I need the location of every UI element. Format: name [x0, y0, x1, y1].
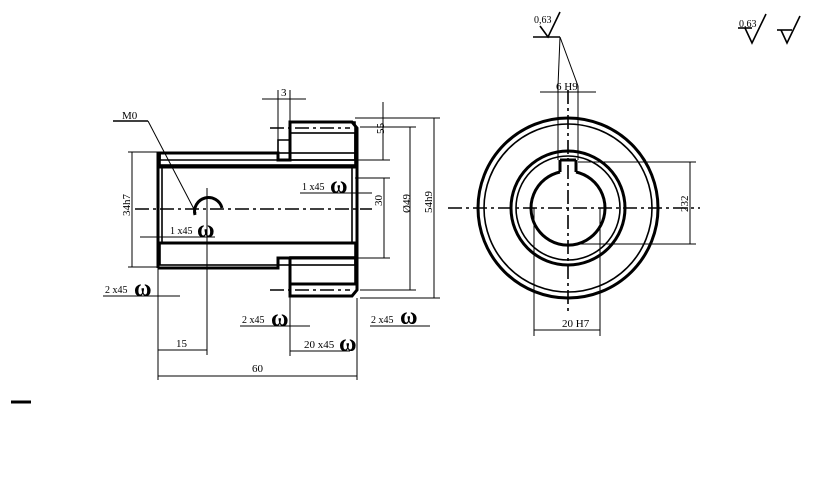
chamfer-flange-left: 2 x45: [242, 315, 265, 326]
dim-flange-step: 3: [281, 87, 287, 99]
surface-finish-value: 0,63: [739, 19, 757, 30]
surface-finish-general: 0,63: [738, 13, 767, 45]
dim-flange-height: 55: [375, 123, 387, 135]
chamfer-flange-right: 2 x45: [371, 315, 394, 326]
roughness-symbol-icon: ω: [134, 276, 152, 302]
roughness-symbol-icon: ω: [271, 306, 289, 332]
surface-finish-other: [777, 15, 801, 45]
chamfer-flange-bottom: 20 x45: [304, 339, 335, 351]
dim-bore: 20 H7: [562, 318, 590, 330]
dim-hole-offset: 15: [176, 338, 188, 350]
keyway-surface-finish: 0,63: [533, 11, 579, 87]
dim-bore-diameter: 34h7: [121, 194, 133, 217]
roughness-symbol-icon: ω: [400, 304, 418, 330]
roughness-symbol-icon: ω: [339, 331, 357, 357]
end-view: 6 H9 232 20 H7: [448, 81, 700, 336]
dim-keyway-width: 6 H9: [556, 81, 578, 93]
threaded-hole: [193, 196, 224, 216]
roughness-symbol-icon: [780, 15, 801, 45]
dim-outer-diameter: 54h9: [423, 191, 435, 214]
roughness-symbol-icon: ω: [330, 173, 348, 199]
thread-label: M0: [122, 110, 138, 122]
chamfer-inner-left: 1 x45: [170, 226, 193, 237]
roughness-symbol-icon: ω: [197, 217, 215, 243]
chamfer-inner-right: 1 x45: [302, 182, 325, 193]
dim-mid-diameter: Ø49: [401, 194, 413, 213]
roughness-symbol-icon: [744, 13, 767, 45]
keyway-finish-value: 0,63: [534, 15, 552, 26]
dim-keyway-depth: 232: [679, 196, 691, 213]
dim-overall-length: 60: [252, 363, 264, 375]
dim-inner-diameter: 30: [373, 195, 385, 207]
section-view: M0 34h7 3 55 30 Ø49 54h9 15: [103, 87, 440, 380]
chamfer-outer-left: 2 x45: [105, 285, 128, 296]
